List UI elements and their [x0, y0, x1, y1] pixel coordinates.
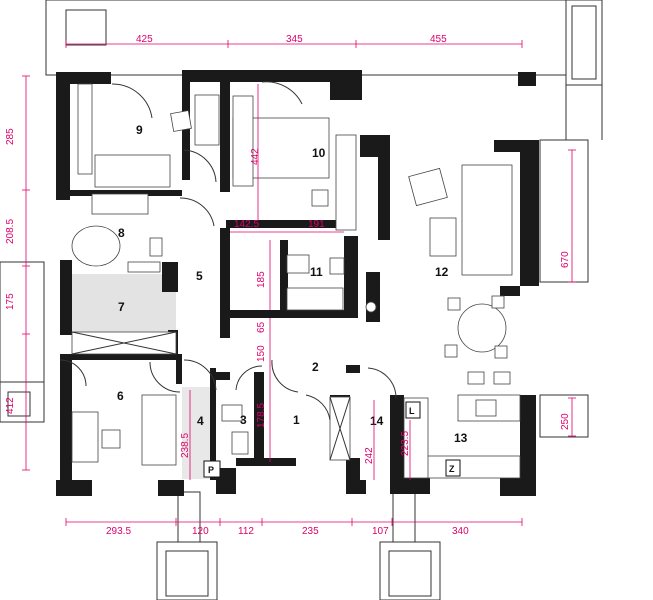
pantry-label: P	[208, 465, 214, 475]
dim-bottom-6: 340	[452, 526, 469, 537]
dim-left-3: 175	[5, 293, 16, 310]
room-label-2: 2	[312, 360, 319, 374]
dim-bottom-4: 235	[302, 526, 319, 537]
dim-inner-142-5: 142.5	[234, 219, 259, 230]
dim-right-1: 670	[560, 251, 571, 268]
dim-inner-150: 150	[256, 345, 267, 362]
dim-inner-238-5: 238.5	[180, 433, 191, 458]
dim-top-3: 455	[430, 34, 447, 45]
walls	[56, 70, 539, 496]
dim-bottom-3: 112	[238, 526, 254, 537]
room-7-fill	[72, 274, 176, 332]
furniture	[71, 72, 536, 479]
dim-bottom-1: 293.5	[106, 526, 131, 537]
room-label-8: 8	[118, 226, 125, 240]
room-label-13: 13	[454, 431, 468, 445]
dim-inner-65: 65	[256, 321, 267, 333]
dim-right-2: 250	[560, 413, 571, 430]
dim-inner-223-5: 223.5	[400, 431, 411, 456]
room-label-4: 4	[197, 414, 204, 428]
room-label-10: 10	[312, 146, 326, 160]
dim-bottom-2: 120	[192, 526, 209, 537]
dimension-texts: 425 345 455 293.5 120 112 235 107 340 28…	[5, 34, 571, 537]
room-label-3: 3	[240, 413, 247, 427]
room-label-9: 9	[136, 123, 143, 137]
dim-left-2: 208.5	[5, 219, 16, 244]
dim-inner-185: 185	[256, 271, 267, 288]
room-label-7: 7	[118, 300, 125, 314]
small-labels: P L Z	[203, 401, 461, 478]
room-label-14: 14	[370, 414, 384, 428]
room-label-5: 5	[196, 269, 203, 283]
fridge-label: Z	[449, 464, 455, 474]
room-numbers: 1 2 3 4 5 6 7 8 9 10 11 12 13 14	[117, 123, 468, 445]
dim-bottom-5: 107	[372, 526, 389, 537]
room-label-1: 1	[293, 413, 300, 427]
dim-inner-242: 242	[364, 447, 375, 464]
dim-inner-178-5: 178.5	[256, 403, 267, 428]
closet-label: L	[409, 406, 415, 416]
dim-top-2: 345	[286, 34, 303, 45]
dimension-lines	[22, 40, 576, 526]
room-label-12: 12	[435, 265, 449, 279]
dim-left-4: 412	[5, 397, 16, 414]
dim-inner-191: 191	[308, 219, 325, 230]
dim-inner-442: 442	[250, 148, 261, 165]
dim-top-1: 425	[136, 34, 153, 45]
room-label-6: 6	[117, 389, 124, 403]
dim-left-1: 285	[5, 128, 16, 145]
room-label-11: 11	[310, 265, 323, 279]
door-swings	[59, 81, 397, 421]
